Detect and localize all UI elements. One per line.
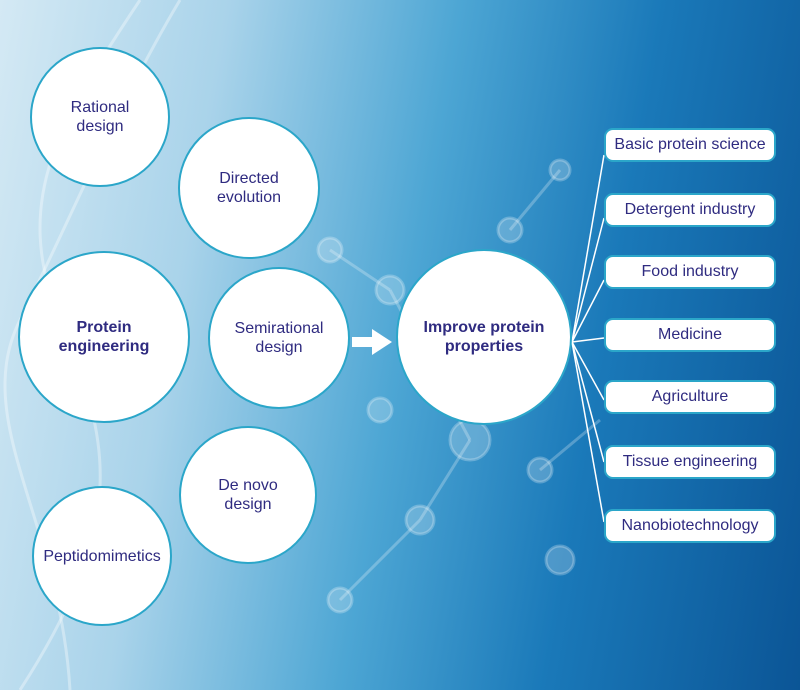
method-de-novo-design: De novo design: [179, 426, 317, 564]
application-box: Nanobiotechnology: [604, 509, 776, 543]
method-semirational-design: Semirational design: [208, 267, 350, 409]
method-directed-evolution: Directed evolution: [178, 117, 320, 259]
molecule-graphic: [316, 158, 601, 614]
connector-lines: [571, 154, 605, 523]
application-box: Medicine: [604, 318, 776, 352]
method-protein-engineering: Protein engineering: [18, 251, 190, 423]
method-label: Rational design: [70, 99, 130, 135]
application-box: Detergent industry: [604, 193, 776, 227]
arrow-right-icon: [352, 329, 392, 355]
method-label: Protein engineering: [58, 319, 150, 355]
application-box: Basic protein science: [604, 128, 776, 162]
application-box: Agriculture: [604, 380, 776, 414]
goal-label: Improve protein properties: [423, 319, 545, 355]
goal-improve-protein-properties: Improve protein properties: [396, 249, 572, 425]
method-label: De novo design: [218, 477, 278, 513]
method-label: Peptidomimetics: [43, 547, 161, 565]
method-peptidomimetics: Peptidomimetics: [32, 486, 172, 626]
application-box: Food industry: [604, 255, 776, 289]
method-rational-design: Rational design: [30, 47, 170, 187]
method-label: Semirational design: [234, 320, 324, 356]
method-label: Directed evolution: [216, 170, 282, 206]
application-box: Tissue engineering: [604, 445, 776, 479]
